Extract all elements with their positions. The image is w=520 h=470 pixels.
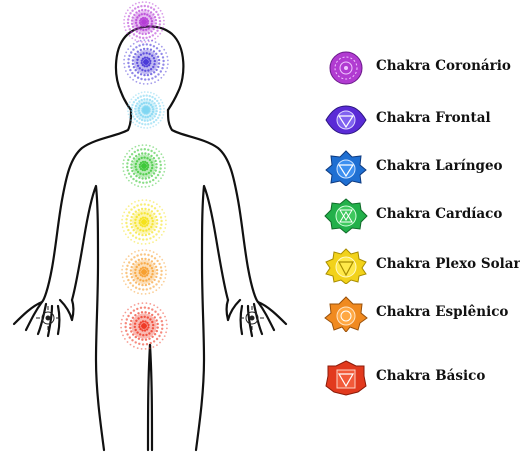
sacral-chakra-icon — [324, 296, 368, 332]
human-figure-diagram — [12, 1, 288, 452]
legend-label: Chakra Cardíaco — [376, 206, 503, 222]
legend-item-root: Chakra Básico — [322, 358, 518, 398]
right-palm-energy-icon — [240, 306, 264, 330]
body-chakra-sacral — [121, 249, 167, 295]
body-chakra-crown — [123, 1, 165, 43]
body-chakra-heart — [122, 144, 166, 188]
body-chakra-throat — [127, 91, 165, 129]
crown-chakra-icon — [329, 51, 363, 85]
legend-label: Chakra Laríngeo — [376, 158, 503, 174]
legend-item-throat: Chakra Laríngeo — [322, 148, 518, 188]
solar-plexus-chakra-icon — [325, 248, 367, 284]
legend-item-solar-plexus: Chakra Plexo Solar — [322, 246, 520, 286]
legend-item-crown: Chakra Coronário — [322, 48, 518, 88]
left-palm-energy-icon — [36, 306, 60, 330]
third-eye-chakra-icon — [325, 105, 367, 135]
legend-label: Chakra Básico — [376, 368, 486, 384]
body-chakra-third-eye — [123, 39, 169, 85]
chakra-legend: Chakra Coronário Chakra Frontal Chakra L… — [322, 48, 520, 408]
legend-label: Chakra Frontal — [376, 110, 491, 126]
body-chakra-points — [120, 1, 169, 350]
legend-label: Chakra Esplênico — [376, 304, 509, 320]
body-chakra-solar-plexus — [121, 199, 167, 245]
body-outline — [12, 25, 288, 452]
legend-label: Chakra Coronário — [376, 58, 511, 74]
legend-item-heart: Chakra Cardíaco — [322, 196, 518, 236]
throat-chakra-icon — [325, 150, 367, 186]
body-chakra-root — [120, 302, 168, 350]
root-chakra-icon — [325, 360, 367, 396]
legend-label: Chakra Plexo Solar — [376, 256, 520, 272]
legend-item-sacral: Chakra Esplênico — [322, 294, 518, 334]
heart-chakra-icon — [324, 198, 368, 234]
legend-item-third-eye: Chakra Frontal — [322, 100, 518, 140]
